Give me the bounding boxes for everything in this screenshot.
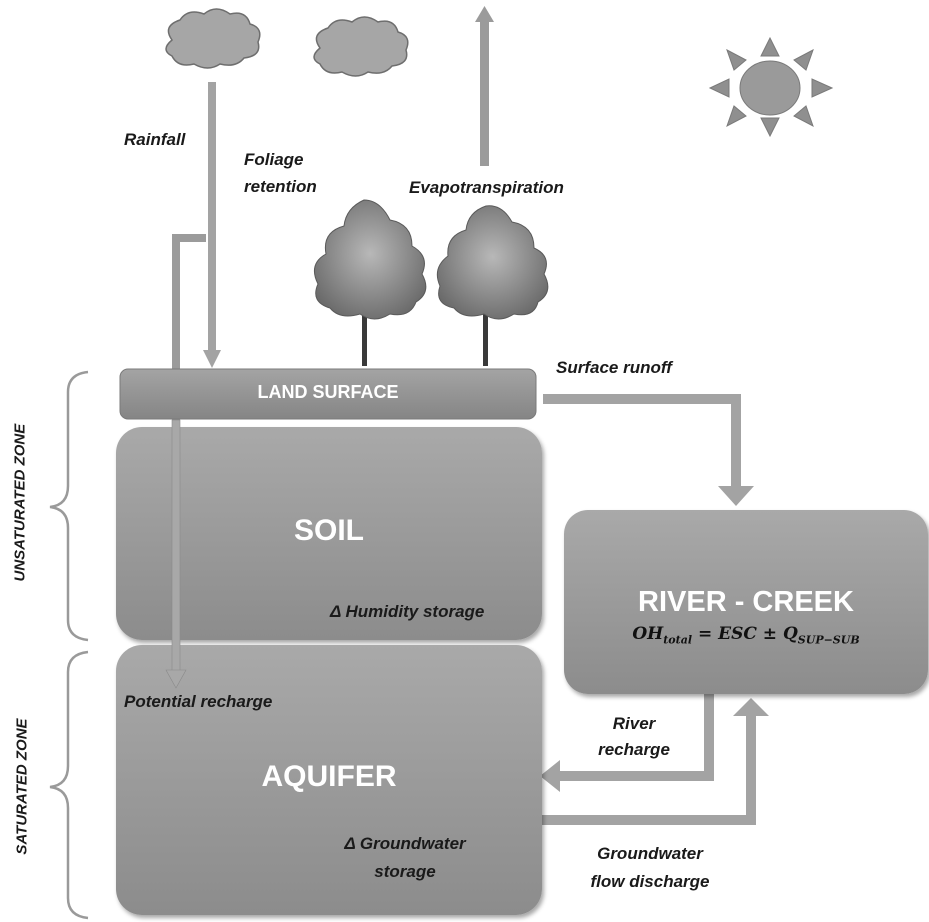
evapotranspiration-arrow — [475, 6, 494, 166]
soil-box — [116, 427, 542, 640]
soil-title: SOIL — [293, 514, 364, 547]
river-creek-formula: OHtotal = ESC ± QSUP−SUB — [632, 624, 860, 647]
rainfall-arrow — [203, 82, 221, 368]
river-recharge-arrow — [540, 693, 714, 792]
groundwater-flow-discharge-label-line1: Groundwater — [597, 844, 703, 863]
river-recharge-label-line1: River — [612, 714, 656, 733]
land-surface-label: LAND SURFACE — [257, 382, 399, 402]
saturated-zone-label: SATURATED ZONE — [13, 718, 31, 855]
river-creek-box — [564, 510, 928, 694]
river-creek-title: RIVER - CREEK — [638, 586, 854, 618]
unsaturated-zone-label: UNSATURATED ZONE — [11, 423, 29, 582]
foliage-retention-label-line1: Foliage — [244, 150, 304, 169]
land-surface-bar — [119, 368, 537, 420]
groundwater-discharge-arrow — [540, 698, 769, 825]
sun-icon — [708, 36, 834, 138]
surface-runoff-label: Surface runoff — [556, 358, 672, 377]
saturated-zone-brace — [49, 650, 89, 920]
evapotranspiration-label: Evapotranspiration — [409, 178, 564, 197]
river-recharge-label-line2: recharge — [598, 740, 670, 759]
aquifer-title: AQUIFER — [261, 760, 397, 793]
surface-runoff-arrow — [543, 394, 754, 506]
rainfall-label: Rainfall — [124, 130, 186, 149]
aquifer-box — [116, 645, 542, 915]
soil-humidity-note: Δ Humidity storage — [330, 602, 485, 621]
cloud-icon — [313, 16, 409, 77]
groundwater-flow-discharge-label-line2: flow discharge — [590, 872, 710, 891]
tree-icon — [436, 205, 549, 366]
aquifer-groundwater-note-line2: storage — [374, 862, 436, 881]
foliage-retention-label-line2: retention — [244, 177, 317, 196]
cloud-icon — [165, 8, 261, 69]
aquifer-groundwater-note-line1: Δ Groundwater — [344, 834, 466, 853]
tree-icon — [313, 199, 427, 366]
unsaturated-zone-brace — [49, 370, 89, 642]
potential-recharge-label: Potential recharge — [124, 692, 273, 711]
